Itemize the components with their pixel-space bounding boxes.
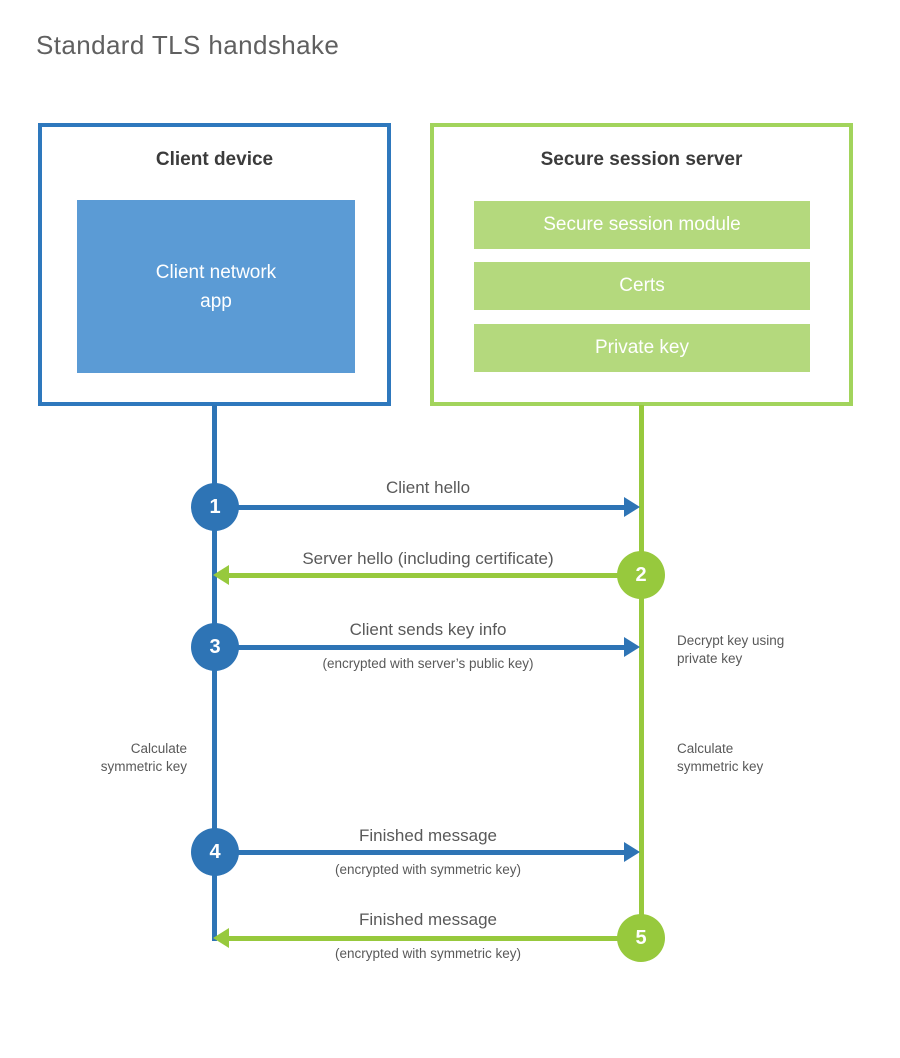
server-module-certs: Certs [474, 262, 810, 310]
step-3-arrowhead-right-icon [624, 637, 640, 657]
note-calculate-symmetric-key-server: Calculate symmetric key [677, 741, 764, 774]
client-device-header: Client device [155, 149, 274, 170]
step-4-badge: 4 [191, 828, 239, 876]
step-4-arrowhead-right-icon [624, 842, 640, 862]
step-3-sublabel: (encrypted with server’s public key) [322, 656, 534, 671]
client-lifeline [212, 405, 217, 941]
step-5-arrowhead-left-icon [213, 928, 229, 948]
secure-session-server-header: Secure session server [540, 149, 743, 170]
note-decrypt-key: Decrypt key using private key [677, 633, 785, 666]
step-5-arrow-line [229, 936, 637, 941]
step-4-arrow-line [220, 850, 624, 855]
server-module-secure-session: Secure session module [474, 201, 810, 249]
step-5-label: Finished message [359, 910, 497, 929]
note-calculate-symmetric-key-client: Calculate symmetric key [100, 741, 187, 774]
step-2-arrow-line [229, 573, 637, 578]
page-title: Standard TLS handshake [36, 30, 340, 60]
step-2-arrowhead-left-icon [213, 565, 229, 585]
step-1-arrow-line [220, 505, 624, 510]
step-4-sublabel: (encrypted with symmetric key) [334, 862, 522, 877]
client-network-app-box: Client network app [77, 200, 355, 373]
step-3-arrow-line [220, 645, 624, 650]
step-3-badge: 3 [191, 623, 239, 671]
step-5-sublabel: (encrypted with symmetric key) [334, 946, 522, 961]
step-2-badge: 2 [617, 551, 665, 599]
server-module-private-key: Private key [474, 324, 810, 372]
step-1-label: Client hello [385, 478, 471, 497]
step-3-label: Client sends key info [349, 620, 507, 639]
step-4-label: Finished message [359, 826, 497, 845]
client-network-app-label: Client network app [155, 261, 277, 312]
step-1-badge: 1 [191, 483, 239, 531]
server-lifeline [639, 405, 644, 938]
step-5-badge: 5 [617, 914, 665, 962]
step-1-arrowhead-right-icon [624, 497, 640, 517]
step-2-label: Server hello (including certificate) [302, 549, 554, 568]
